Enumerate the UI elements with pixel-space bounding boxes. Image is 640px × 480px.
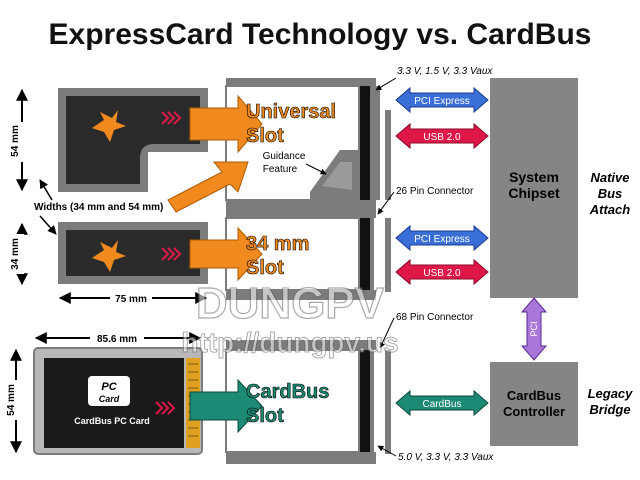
cardbus-arrow: CardBus bbox=[395, 389, 489, 417]
usb-arrow-top: USB 2.0 bbox=[395, 122, 489, 150]
widths-note: Widths (34 mm and 54 mm) bbox=[34, 202, 163, 213]
pc-card-logo-text-2: Card bbox=[99, 394, 120, 404]
svg-text:34 mm: 34 mm bbox=[246, 233, 309, 255]
dim-856-label: 85.6 mm bbox=[97, 334, 137, 345]
pc-card-logo-text-1: PC bbox=[101, 381, 117, 393]
watermark-name: DUNGPV bbox=[196, 279, 385, 328]
voltage-bottom-pointer bbox=[377, 445, 397, 457]
34mm-insert-arrow bbox=[189, 226, 263, 282]
chevron-icon bbox=[161, 111, 182, 125]
usb-label-top: USB 2.0 bbox=[423, 132, 461, 143]
connector-68-pointer bbox=[379, 317, 395, 349]
usb-label-middle: USB 2.0 bbox=[423, 268, 461, 279]
dim-54-top-label: 54 mm bbox=[10, 125, 21, 157]
voltage-bottom-label: 5.0 V, 3.3 V, 3.3 Vaux bbox=[398, 452, 494, 463]
svg-text:Slot: Slot bbox=[246, 257, 284, 279]
usb-arrow-middle: USB 2.0 bbox=[395, 258, 489, 286]
connector-26-label: 26 Pin Connector bbox=[396, 186, 474, 197]
cardbus-controller-label-1: CardBus bbox=[507, 388, 561, 403]
cardbus-insert-arrow bbox=[189, 378, 263, 434]
expresscard-logo-icon bbox=[92, 240, 126, 272]
expresscard-logo-icon bbox=[92, 110, 126, 142]
svg-text:Slot: Slot bbox=[246, 125, 284, 147]
system-chipset-label-2: Chipset bbox=[508, 185, 560, 201]
voltage-top-label: 3.3 V, 1.5 V, 3.3 Vaux bbox=[397, 66, 493, 77]
system-chipset-label-1: System bbox=[509, 169, 559, 185]
chevron-icon bbox=[155, 401, 176, 415]
diagram-title: ExpressCard Technology vs. CardBus bbox=[49, 18, 592, 51]
pc-card-logo-icon bbox=[88, 376, 130, 406]
cardbus-controller-label-2: Controller bbox=[503, 404, 565, 419]
34mm-slot-label: 34 mm Slot bbox=[246, 233, 310, 280]
dim-54-bottom-label: 54 mm bbox=[6, 384, 17, 416]
pci-express-label-top: PCI Express bbox=[414, 96, 470, 107]
pc-card: PC Card CardBus PC Card bbox=[33, 347, 203, 455]
pci-label: PCI bbox=[529, 321, 539, 336]
watermark-url: http://dungpv.us bbox=[181, 327, 398, 358]
pci-express-arrow-top: PCI Express bbox=[395, 86, 489, 114]
universal-insert-arrow-2 bbox=[167, 161, 249, 213]
pci-express-label-middle: PCI Express bbox=[414, 234, 470, 245]
dim-75-label: 75 mm bbox=[115, 294, 147, 305]
widths-pointer-up bbox=[39, 179, 53, 201]
legacy-bridge-label: Legacy Bridge bbox=[588, 386, 634, 417]
svg-text:Bus: Bus bbox=[598, 186, 623, 201]
svg-text:Attach: Attach bbox=[589, 202, 631, 217]
svg-text:CardBus: CardBus bbox=[246, 381, 329, 403]
cardbus-controller-box bbox=[490, 362, 578, 446]
svg-text:Slot: Slot bbox=[246, 405, 284, 427]
svg-text:Bridge: Bridge bbox=[589, 402, 630, 417]
connector-26-pointer bbox=[377, 191, 395, 215]
pci-vertical-arrow: PCI bbox=[520, 297, 548, 361]
guidance-label-2: Feature bbox=[263, 164, 298, 175]
svg-text:Universal: Universal bbox=[246, 101, 336, 123]
expresscard-54mm bbox=[58, 88, 208, 192]
voltage-top-pointer bbox=[375, 77, 397, 91]
svg-text:Legacy: Legacy bbox=[588, 386, 634, 401]
universal-insert-arrow bbox=[189, 94, 263, 154]
pci-express-arrow-middle: PCI Express bbox=[395, 224, 489, 252]
cardbus-slot-label: CardBus Slot bbox=[246, 381, 330, 428]
expresscard-34mm bbox=[58, 222, 208, 284]
svg-text:Native: Native bbox=[590, 170, 629, 185]
dim-34-label: 34 mm bbox=[10, 238, 21, 270]
watermark: DUNGPV http://dungpv.us bbox=[181, 278, 399, 358]
cardbus-slot-body bbox=[225, 340, 391, 464]
native-bus-attach-label: Native Bus Attach bbox=[589, 170, 631, 217]
widths-pointer-down bbox=[39, 215, 57, 235]
guidance-pointer bbox=[305, 163, 327, 175]
system-chipset-box bbox=[490, 78, 578, 298]
connector-68-label: 68 Pin Connector bbox=[396, 312, 474, 323]
pc-card-caption: CardBus PC Card bbox=[74, 416, 150, 426]
guidance-label-1: Guidance bbox=[263, 151, 306, 162]
cardbus-bus-label: CardBus bbox=[423, 399, 462, 410]
chevron-icon bbox=[161, 247, 182, 261]
universal-slot-label: Universal Slot bbox=[246, 101, 337, 148]
